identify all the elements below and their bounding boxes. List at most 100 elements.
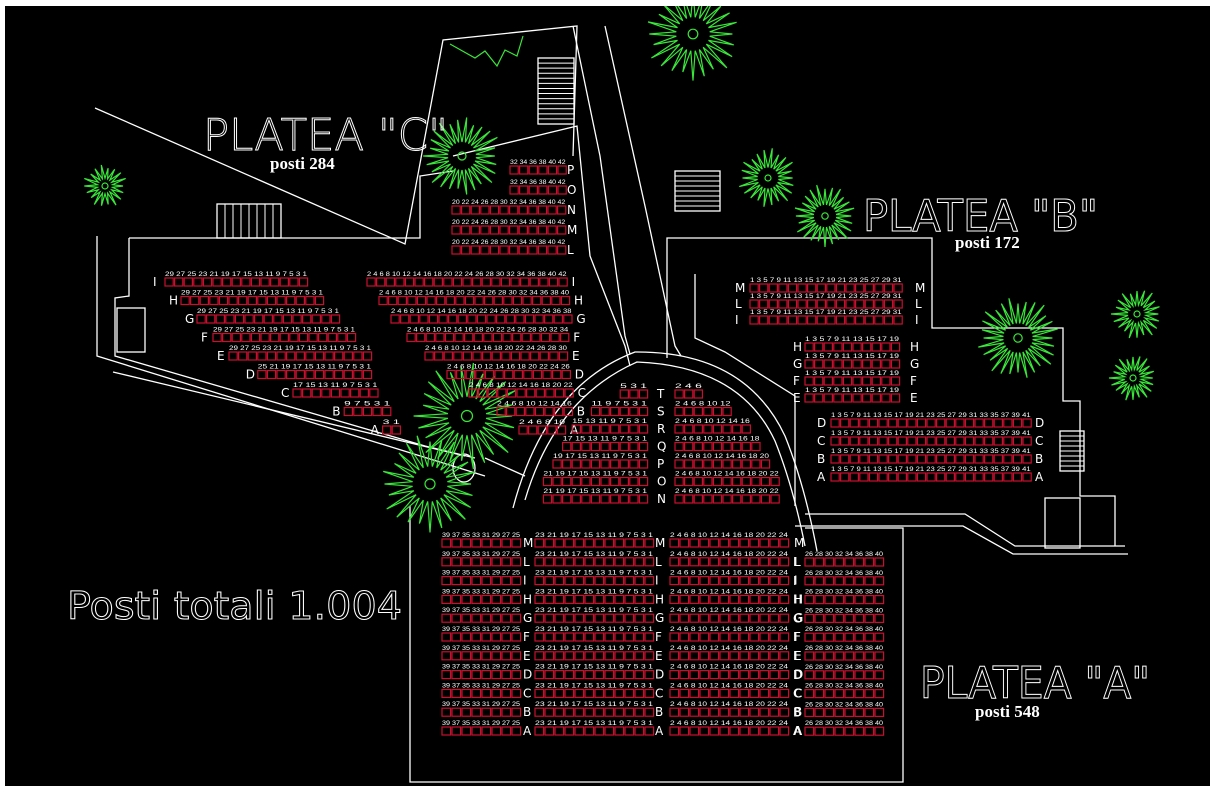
- seat[interactable]: [797, 299, 807, 309]
- seat[interactable]: [314, 369, 325, 380]
- seat[interactable]: [491, 651, 502, 661]
- seat[interactable]: [544, 669, 555, 680]
- seat[interactable]: [779, 688, 790, 699]
- seat[interactable]: [302, 388, 312, 398]
- seat[interactable]: [703, 476, 713, 487]
- seat[interactable]: [206, 314, 216, 324]
- seat[interactable]: [492, 332, 503, 343]
- seat[interactable]: [524, 314, 535, 324]
- seat[interactable]: [683, 459, 694, 469]
- seat[interactable]: [295, 351, 306, 361]
- seat[interactable]: [638, 476, 649, 487]
- seat[interactable]: [881, 393, 891, 403]
- seat[interactable]: [634, 538, 645, 548]
- seat[interactable]: [644, 726, 655, 736]
- seat[interactable]: [270, 332, 280, 343]
- seat[interactable]: [868, 454, 879, 464]
- seat[interactable]: [1003, 436, 1013, 446]
- seat[interactable]: [518, 245, 529, 255]
- seat[interactable]: [945, 436, 956, 446]
- seat[interactable]: [506, 406, 516, 417]
- seat[interactable]: [493, 295, 504, 306]
- seat[interactable]: [574, 613, 585, 623]
- seat[interactable]: [703, 424, 713, 434]
- seat[interactable]: [823, 342, 834, 352]
- seat[interactable]: [878, 454, 888, 464]
- seat[interactable]: [511, 651, 522, 661]
- seat[interactable]: [993, 472, 1004, 482]
- seat[interactable]: [679, 688, 690, 699]
- seat[interactable]: [835, 283, 846, 293]
- seat[interactable]: [839, 454, 850, 464]
- seat[interactable]: [491, 575, 502, 586]
- seat[interactable]: [511, 575, 522, 586]
- seat[interactable]: [446, 369, 456, 380]
- seat[interactable]: [854, 594, 865, 605]
- seat[interactable]: [749, 613, 760, 623]
- seat[interactable]: [854, 726, 865, 736]
- seat[interactable]: [584, 557, 595, 567]
- seat[interactable]: [298, 332, 309, 343]
- seat[interactable]: [286, 295, 296, 306]
- seat[interactable]: [729, 707, 740, 717]
- seat[interactable]: [830, 418, 840, 428]
- seat[interactable]: [564, 594, 575, 605]
- seat[interactable]: [528, 165, 539, 175]
- seat[interactable]: [844, 670, 855, 680]
- seat[interactable]: [629, 389, 639, 399]
- seat[interactable]: [824, 651, 835, 661]
- seat[interactable]: [481, 669, 492, 680]
- seat[interactable]: [669, 557, 680, 567]
- seat[interactable]: [926, 436, 936, 446]
- seat[interactable]: [826, 299, 836, 309]
- seat[interactable]: [839, 418, 850, 428]
- seat[interactable]: [594, 707, 605, 717]
- seat[interactable]: [679, 632, 690, 642]
- seat[interactable]: [406, 332, 416, 343]
- seat[interactable]: [834, 557, 845, 567]
- seat[interactable]: [212, 277, 222, 287]
- seat[interactable]: [609, 406, 620, 417]
- seat[interactable]: [481, 277, 492, 287]
- seat[interactable]: [712, 494, 723, 504]
- seat[interactable]: [719, 688, 730, 699]
- seat[interactable]: [594, 726, 605, 736]
- seat[interactable]: [871, 393, 882, 403]
- seat[interactable]: [1022, 418, 1032, 428]
- seat[interactable]: [916, 436, 927, 446]
- seat[interactable]: [878, 436, 888, 446]
- seat[interactable]: [874, 299, 884, 309]
- seat[interactable]: [983, 418, 994, 428]
- seat[interactable]: [503, 295, 513, 306]
- seat[interactable]: [816, 315, 827, 325]
- seat[interactable]: [346, 332, 357, 343]
- seat[interactable]: [779, 632, 790, 642]
- seat[interactable]: [758, 299, 769, 309]
- seat[interactable]: [619, 476, 630, 487]
- seat[interactable]: [693, 441, 704, 452]
- seat[interactable]: [712, 424, 723, 434]
- seat[interactable]: [854, 707, 865, 718]
- seat[interactable]: [824, 576, 835, 586]
- seat[interactable]: [779, 726, 790, 736]
- seat[interactable]: [1022, 454, 1032, 464]
- seat[interactable]: [491, 688, 502, 699]
- seat[interactable]: [454, 332, 464, 343]
- seat[interactable]: [852, 359, 862, 369]
- seat[interactable]: [824, 688, 835, 699]
- seat[interactable]: [813, 376, 824, 386]
- seat[interactable]: [534, 726, 545, 736]
- seat[interactable]: [489, 205, 500, 215]
- seat[interactable]: [634, 651, 645, 661]
- seat[interactable]: [501, 594, 512, 605]
- seat[interactable]: [544, 688, 555, 699]
- seat[interactable]: [574, 575, 585, 586]
- seat[interactable]: [554, 594, 565, 605]
- seat[interactable]: [689, 726, 700, 736]
- seat[interactable]: [340, 388, 350, 398]
- seat[interactable]: [638, 389, 649, 399]
- seat[interactable]: [218, 295, 229, 306]
- seat[interactable]: [749, 669, 760, 680]
- seat[interactable]: [600, 476, 610, 487]
- seat[interactable]: [824, 707, 835, 718]
